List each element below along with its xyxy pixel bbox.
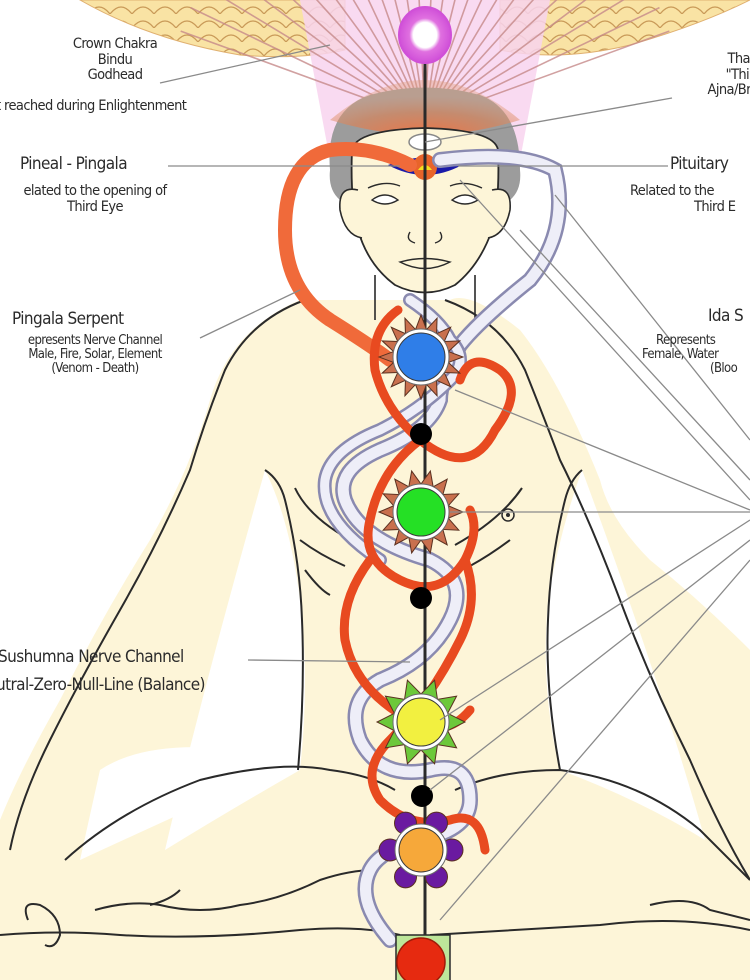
ida-heading: Ida S xyxy=(708,306,744,326)
pingala-label-line2: Male, Fire, Solar, Element xyxy=(28,347,162,363)
pineal-heading: Pineal - Pingala xyxy=(20,154,128,174)
crown-wings xyxy=(78,0,750,58)
crown-ray xyxy=(424,0,432,121)
chakra-center xyxy=(398,827,444,873)
right-arm-gap xyxy=(545,470,705,840)
pituitary-heading: Pituitary xyxy=(670,154,729,174)
sacral-chakra xyxy=(378,811,464,889)
crown-ray xyxy=(367,0,426,121)
chakra-center xyxy=(396,487,446,537)
root-chakra xyxy=(395,934,451,980)
heart-chakra xyxy=(377,469,465,555)
crown-chakra-label: Crown Chakra Bindu Godhead xyxy=(0,36,250,84)
crown-ray xyxy=(424,0,469,121)
pingala-label: epresents Nerve Channel Male, Fire, Sola… xyxy=(0,333,200,377)
crown-chakra xyxy=(398,6,452,64)
thalamus-label-line3: Ajna/Brow xyxy=(707,82,750,99)
pingala-label-line1: epresents Nerve Channel xyxy=(27,333,163,348)
sushumna-label-line2: utral-Zero-Null-Line (Balance) xyxy=(0,675,206,695)
ida-label-line1: Represents xyxy=(656,333,716,348)
chakra-center xyxy=(396,697,446,747)
crown-ray xyxy=(424,0,483,121)
thalamus-label-line1: Thalan xyxy=(727,51,750,67)
pingala-label-line3: (Venom - Death) xyxy=(51,361,139,377)
left-lap-gap xyxy=(80,747,300,860)
crown-ray xyxy=(424,0,444,121)
pineal-label: elated to the opening of Third Eye xyxy=(0,183,200,215)
throat-chakra xyxy=(377,313,465,401)
crown-label-line3: Godhead xyxy=(87,67,143,84)
left-eye xyxy=(370,194,400,205)
crown-ray xyxy=(406,0,426,121)
crown-ray xyxy=(381,0,426,121)
chakra-center xyxy=(396,332,446,382)
ida-label-line3: (Bloo xyxy=(710,361,738,377)
node-dot xyxy=(411,785,433,807)
ida-label: Represents Female, Water (Bloo xyxy=(642,333,750,377)
crown-ray xyxy=(418,0,426,121)
leader-lines xyxy=(159,44,750,921)
pingala-heading: Pingala Serpent xyxy=(12,309,124,329)
node-dot xyxy=(410,423,432,445)
crown-ray xyxy=(394,0,426,121)
solar-plexus-chakra xyxy=(375,679,467,765)
crown-label-line4: t reached during Enlightenment xyxy=(0,98,187,114)
pituitary-label: Related to the Third E xyxy=(630,183,750,215)
body-figure xyxy=(0,298,750,980)
sushumna-label-line1: Sushumna Nerve Channel xyxy=(0,647,184,667)
ida-label-line2: Female, Water xyxy=(642,347,719,363)
crown-ray xyxy=(424,0,456,121)
right-nipple xyxy=(501,508,515,522)
thalamus-label-line2: "Third I xyxy=(725,66,750,83)
pineal-label-line2: Third Eye xyxy=(67,198,124,215)
pineal-label-line1: elated to the opening of xyxy=(23,183,167,199)
thalamus-label: Thalan "Third I Ajna/Brow xyxy=(648,51,750,99)
pituitary-label-line2: Third E xyxy=(694,198,736,215)
crown-label-line1: Crown Chakra xyxy=(72,36,158,52)
pituitary-label-line1: Related to the xyxy=(630,183,714,199)
node-dot xyxy=(410,587,432,609)
crown-label-line2: Bindu xyxy=(97,51,133,68)
